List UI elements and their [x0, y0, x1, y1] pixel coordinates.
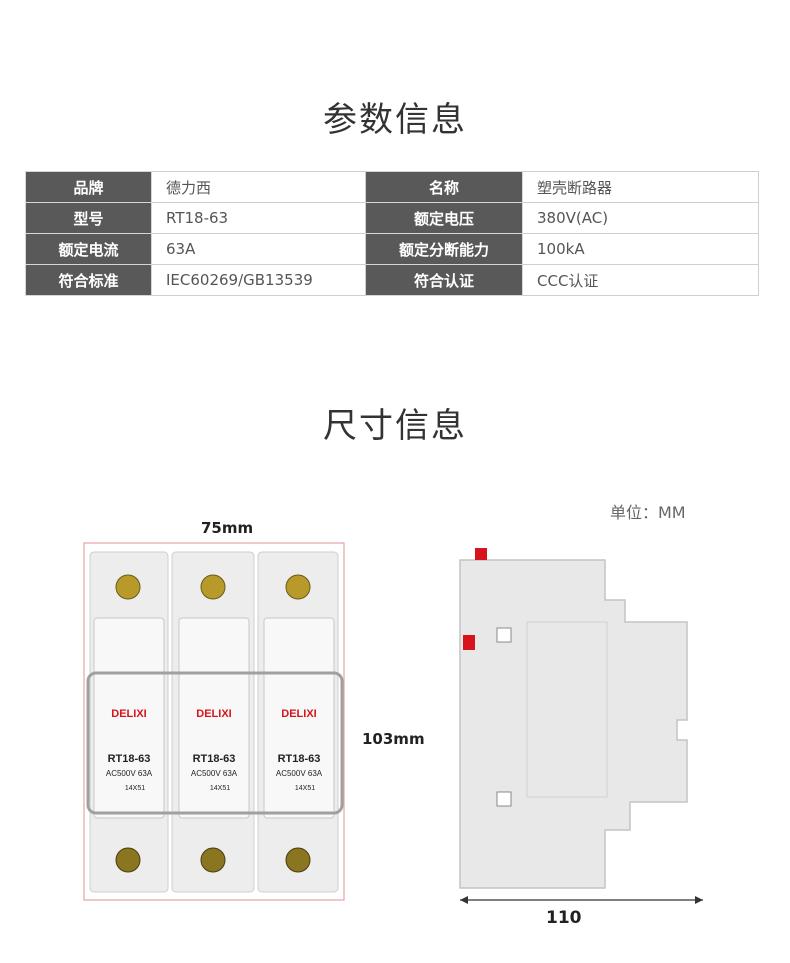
spec-value-name: 塑壳断路器: [522, 171, 759, 203]
spec-key-model: 型号: [25, 202, 152, 234]
rating-text: AC500V 63A: [276, 769, 323, 778]
brand-text: DELIXI: [281, 708, 316, 720]
red-tab-top: [475, 548, 487, 560]
table-row: 品牌 德力西 名称 塑壳断路器: [25, 171, 759, 203]
unit-label: 单位：MM: [610, 503, 686, 522]
screw-icon: [115, 847, 141, 873]
model-text: RT18-63: [108, 753, 151, 765]
spec-value-current: 63A: [151, 233, 366, 265]
window-bottom: [496, 791, 512, 807]
screw-icon: [200, 847, 226, 873]
width-dimension-label: 75mm: [201, 519, 254, 537]
dims-section-title: 尺寸信息: [323, 406, 467, 446]
screw-icon: [115, 574, 141, 600]
params-section-title: 参数信息: [323, 100, 467, 140]
spec-value-breaking: 100kA: [522, 233, 759, 265]
table-row: 额定电流 63A 额定分断能力 100kA: [25, 233, 759, 265]
model-text: RT18-63: [193, 753, 236, 765]
arrow-right-icon: [695, 896, 703, 904]
fuse-carrier: [263, 617, 335, 819]
spec-key-cert: 符合认证: [365, 264, 523, 296]
screw-icon: [200, 574, 226, 600]
brand-text: DELIXI: [111, 708, 146, 720]
embossed-panel: [526, 621, 608, 798]
depth-dimension-label: 110: [546, 908, 582, 928]
spec-table: 品牌 德力西 名称 塑壳断路器 型号 RT18-63 额定电压 380V(AC)…: [25, 171, 759, 296]
spec-value-brand: 德力西: [151, 171, 366, 203]
height-dimension-label: 103mm: [362, 730, 425, 748]
fuse-carrier: [178, 617, 250, 819]
side-body: [459, 559, 688, 889]
fuse-carrier: [93, 617, 165, 819]
spec-key-voltage: 额定电压: [365, 202, 523, 234]
carrier-label-1: DELIXI RT18-63 AC500V 63A 14X51: [106, 708, 153, 792]
spec-key-breaking: 额定分断能力: [365, 233, 523, 265]
spec-key-standard: 符合标准: [25, 264, 152, 296]
spec-key-brand: 品牌: [25, 171, 152, 203]
carrier-label-2: DELIXI RT18-63 AC500V 63A 14X51: [191, 708, 238, 792]
fuse-holder-front-image: DELIXI RT18-63 AC500V 63A 14X51 DELIXI R…: [83, 542, 345, 901]
brand-text: DELIXI: [196, 708, 231, 720]
model-text: RT18-63: [278, 753, 321, 765]
spec-value-model: RT18-63: [151, 202, 366, 234]
spec-value-cert: CCC认证: [522, 264, 759, 296]
spec-value-standard: IEC60269/GB13539: [151, 264, 366, 296]
red-tab-side: [463, 635, 475, 650]
screw-icon: [285, 847, 311, 873]
size-text: 14X51: [125, 785, 145, 792]
spec-value-voltage: 380V(AC): [522, 202, 759, 234]
size-text: 14X51: [210, 785, 230, 792]
table-row: 符合标准 IEC60269/GB13539 符合认证 CCC认证: [25, 264, 759, 296]
window-top: [496, 627, 512, 643]
table-row: 型号 RT18-63 额定电压 380V(AC): [25, 202, 759, 234]
spec-key-current: 额定电流: [25, 233, 152, 265]
dimension-frame: [83, 542, 345, 901]
handle-bar: [86, 671, 344, 815]
screw-icon: [285, 574, 311, 600]
rating-text: AC500V 63A: [191, 769, 238, 778]
arrow-left-icon: [460, 896, 468, 904]
size-text: 14X51: [295, 785, 315, 792]
fuse-holder-side-image: [459, 548, 703, 904]
rating-text: AC500V 63A: [106, 769, 153, 778]
carrier-label-3: DELIXI RT18-63 AC500V 63A 14X51: [276, 708, 323, 792]
spec-key-name: 名称: [365, 171, 523, 203]
